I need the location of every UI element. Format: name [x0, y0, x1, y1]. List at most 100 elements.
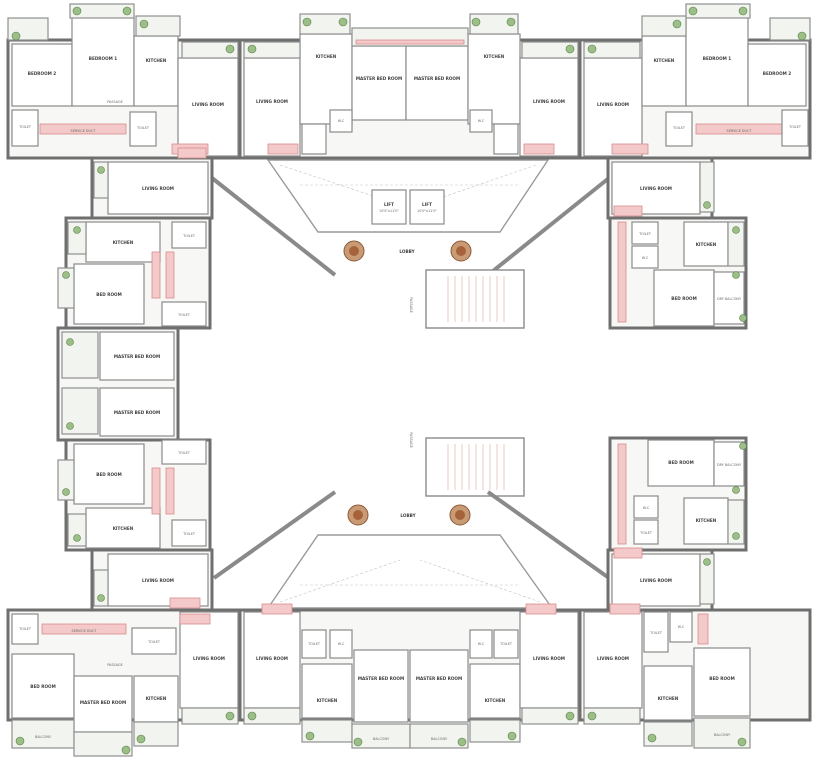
room-label: LIVING ROOM [142, 578, 174, 583]
duct-door [267, 143, 299, 155]
kitchen-lb [85, 507, 161, 549]
plant-icon [739, 442, 747, 450]
dry-balcony-rb [713, 441, 745, 487]
balcony-lm-1 [61, 331, 99, 379]
duct-door [609, 603, 641, 615]
plant-icon [66, 422, 74, 430]
plant-icon [737, 737, 747, 747]
toilet-br-1 [643, 611, 669, 653]
room-label: W.C [478, 119, 485, 123]
plant-icon [66, 338, 74, 346]
room-label: KITCHEN [316, 54, 337, 59]
plant-icon [732, 486, 740, 494]
room-label: BED ROOM [30, 684, 56, 689]
kitchen-tl [133, 35, 179, 107]
room-label: TOILET [639, 531, 653, 535]
room-label: KITCHEN [146, 696, 167, 701]
toilet-lb-2 [171, 519, 207, 547]
lift-size: 10'0"x11'0" [379, 209, 399, 213]
room-label: BALCONY [35, 735, 52, 739]
toilet-tl-1 [11, 109, 39, 147]
room-label: LIVING ROOM [193, 656, 225, 661]
kitchen-br [643, 665, 693, 721]
room-label: LIVING ROOM [256, 656, 288, 661]
bedroom-bl-2 [73, 675, 133, 733]
duct-door [523, 143, 555, 155]
duct-br [697, 613, 709, 645]
room-label: KITCHEN [317, 698, 338, 703]
room-label: TOILET [18, 125, 32, 129]
plant-icon [122, 6, 132, 16]
lift-label: LIFT [384, 202, 394, 207]
balcony-br-1 [583, 707, 641, 725]
room-label: W.C [338, 119, 345, 123]
room-label: LIVING ROOM [142, 186, 174, 191]
bedroom-bc-2 [409, 649, 469, 723]
plant-icon [565, 711, 575, 721]
duct-door [613, 205, 643, 217]
room-label: KITCHEN [658, 696, 679, 701]
plant-icon [97, 166, 105, 174]
plant-icon [457, 737, 467, 747]
plant-icon [338, 17, 348, 27]
room-label: LIVING ROOM [597, 656, 629, 661]
room-label: W.C [678, 625, 685, 629]
kitchen-tr [641, 35, 687, 107]
plant-icon [139, 19, 149, 29]
plant-icon [587, 44, 597, 54]
toilet-lt-1 [171, 221, 207, 249]
living-tl [177, 57, 239, 157]
room-label: MASTER BED ROOM [80, 700, 126, 705]
bedroom-2-tl [11, 43, 73, 107]
balcony-bc-4 [469, 719, 521, 743]
duct-lb-2 [165, 467, 175, 515]
toilet-tr-1 [781, 109, 809, 147]
balcony-bl-4 [181, 707, 239, 725]
room-label: TOILET [147, 640, 161, 644]
toilet-bl-2 [131, 627, 177, 655]
central-core: LIFT LIFT 10'0"x11'0" 10'0"x11'0" LOBBY … [210, 159, 611, 609]
room-label: W.C [642, 256, 649, 260]
lift-upper-2 [409, 189, 445, 225]
duct-lt-2 [165, 251, 175, 299]
living-tr [583, 57, 643, 157]
balcony-tr-3 [685, 3, 751, 19]
room-label: TOILET [638, 232, 652, 236]
room-label: BED ROOM [96, 472, 122, 477]
balcony-rb-1 [727, 499, 745, 545]
plant-icon [587, 711, 597, 721]
duct-label: SERVICE DUCT [727, 129, 753, 133]
plant-icon [688, 6, 698, 16]
duct-door [261, 603, 293, 615]
bedroom-1-tl [71, 15, 135, 107]
room-label: LIVING ROOM [640, 578, 672, 583]
balcony-tl-4 [181, 41, 239, 59]
room-label: LIVING ROOM [533, 656, 565, 661]
bedroom-tc-1 [351, 45, 407, 121]
lower-staircase [425, 437, 525, 497]
living-rt [611, 161, 701, 215]
kitchen-tc-2 [467, 33, 521, 125]
plant-icon [15, 736, 25, 746]
plant-icon [247, 711, 257, 721]
plant-icon [703, 201, 711, 209]
bedroom-bl-1 [11, 653, 75, 719]
room-label: BALCONY [431, 737, 448, 741]
bedroom-lm-1 [99, 331, 175, 381]
plant-icon [507, 731, 517, 741]
living-tc-1 [243, 57, 301, 157]
room-label: MASTER BED ROOM [356, 76, 402, 81]
plant-icon [305, 731, 315, 741]
bedroom-rb [647, 439, 715, 487]
room-label: KITCHEN [654, 58, 675, 63]
living-lb [107, 553, 209, 607]
room-label: KITCHEN [146, 58, 167, 63]
duct-label: SERVICE DUCT [72, 629, 98, 633]
room-label: BED ROOM [96, 292, 122, 297]
upper-staircase [425, 269, 525, 329]
balcony-lt-2 [67, 221, 87, 255]
service-duct-bl [41, 623, 127, 635]
room-label: LIVING ROOM [533, 99, 565, 104]
plant-icon [62, 271, 70, 279]
